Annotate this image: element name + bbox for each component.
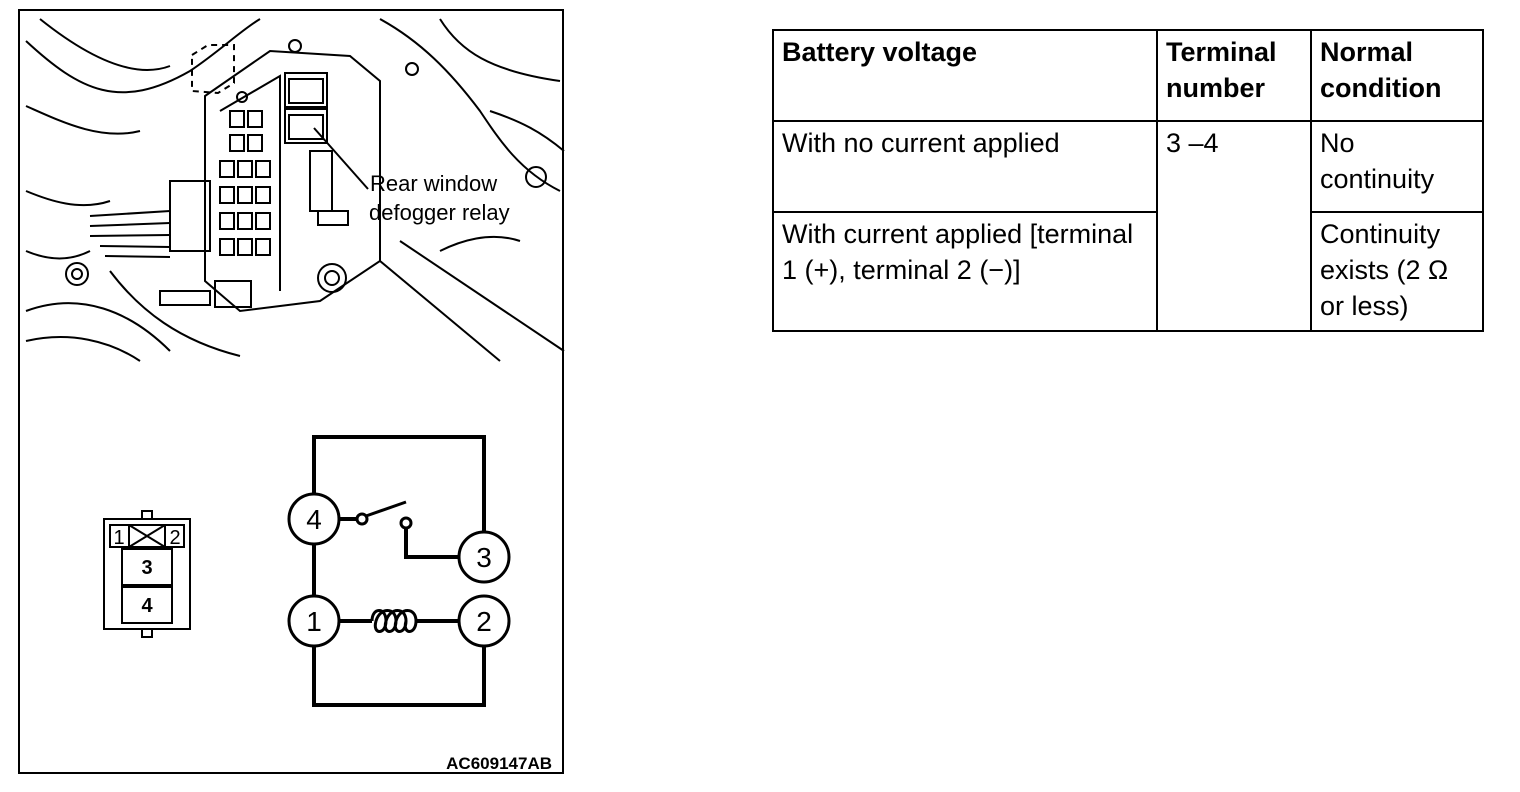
cell-normal-condition: Continuity exists (2 Ω or less) xyxy=(1310,211,1484,332)
relay-figure-panel: Rear window defogger relay 1 2 3 4 xyxy=(18,9,565,774)
cell-terminal-number: 3 –4 xyxy=(1156,120,1312,332)
relay-illustration: Rear window defogger relay 1 2 3 4 xyxy=(25,18,565,773)
figure-id-label: AC609147AB xyxy=(446,754,552,773)
cell-normal-condition: No continuity xyxy=(1310,120,1484,213)
table-row: With current applied [terminal 1 (+), te… xyxy=(772,211,1484,332)
connector-terminal-1: 1 xyxy=(113,527,124,549)
relay-connector-face xyxy=(103,510,191,638)
header-terminal-number: Terminal number xyxy=(1156,29,1312,122)
callout-label-line-1: Rear window xyxy=(370,171,497,196)
circuit-terminal-3: 3 xyxy=(476,542,492,573)
header-normal-condition: Normal condition xyxy=(1310,29,1484,122)
callout-label-line-2: defogger relay xyxy=(369,200,510,225)
header-battery-voltage: Battery voltage xyxy=(772,29,1158,122)
connector-terminal-4: 4 xyxy=(141,595,153,617)
connector-terminal-3: 3 xyxy=(141,557,152,579)
relay-circuit-schematic xyxy=(287,435,511,707)
cell-battery-voltage: With no current applied xyxy=(772,120,1158,213)
circuit-terminal-4: 4 xyxy=(306,504,322,535)
table-row: With no current applied 3 –4 No continui… xyxy=(772,120,1484,332)
circuit-terminal-1: 1 xyxy=(306,606,322,637)
circuit-terminal-2: 2 xyxy=(476,606,492,637)
relay-check-table: Battery voltage Terminal number Normal c… xyxy=(772,29,1484,332)
connector-terminal-2: 2 xyxy=(169,527,180,549)
table-header-row: Battery voltage Terminal number Normal c… xyxy=(772,29,1484,122)
relay-location-drawing xyxy=(25,18,565,362)
callout-leader-line xyxy=(313,127,369,190)
cell-battery-voltage: With current applied [terminal 1 (+), te… xyxy=(772,211,1158,332)
